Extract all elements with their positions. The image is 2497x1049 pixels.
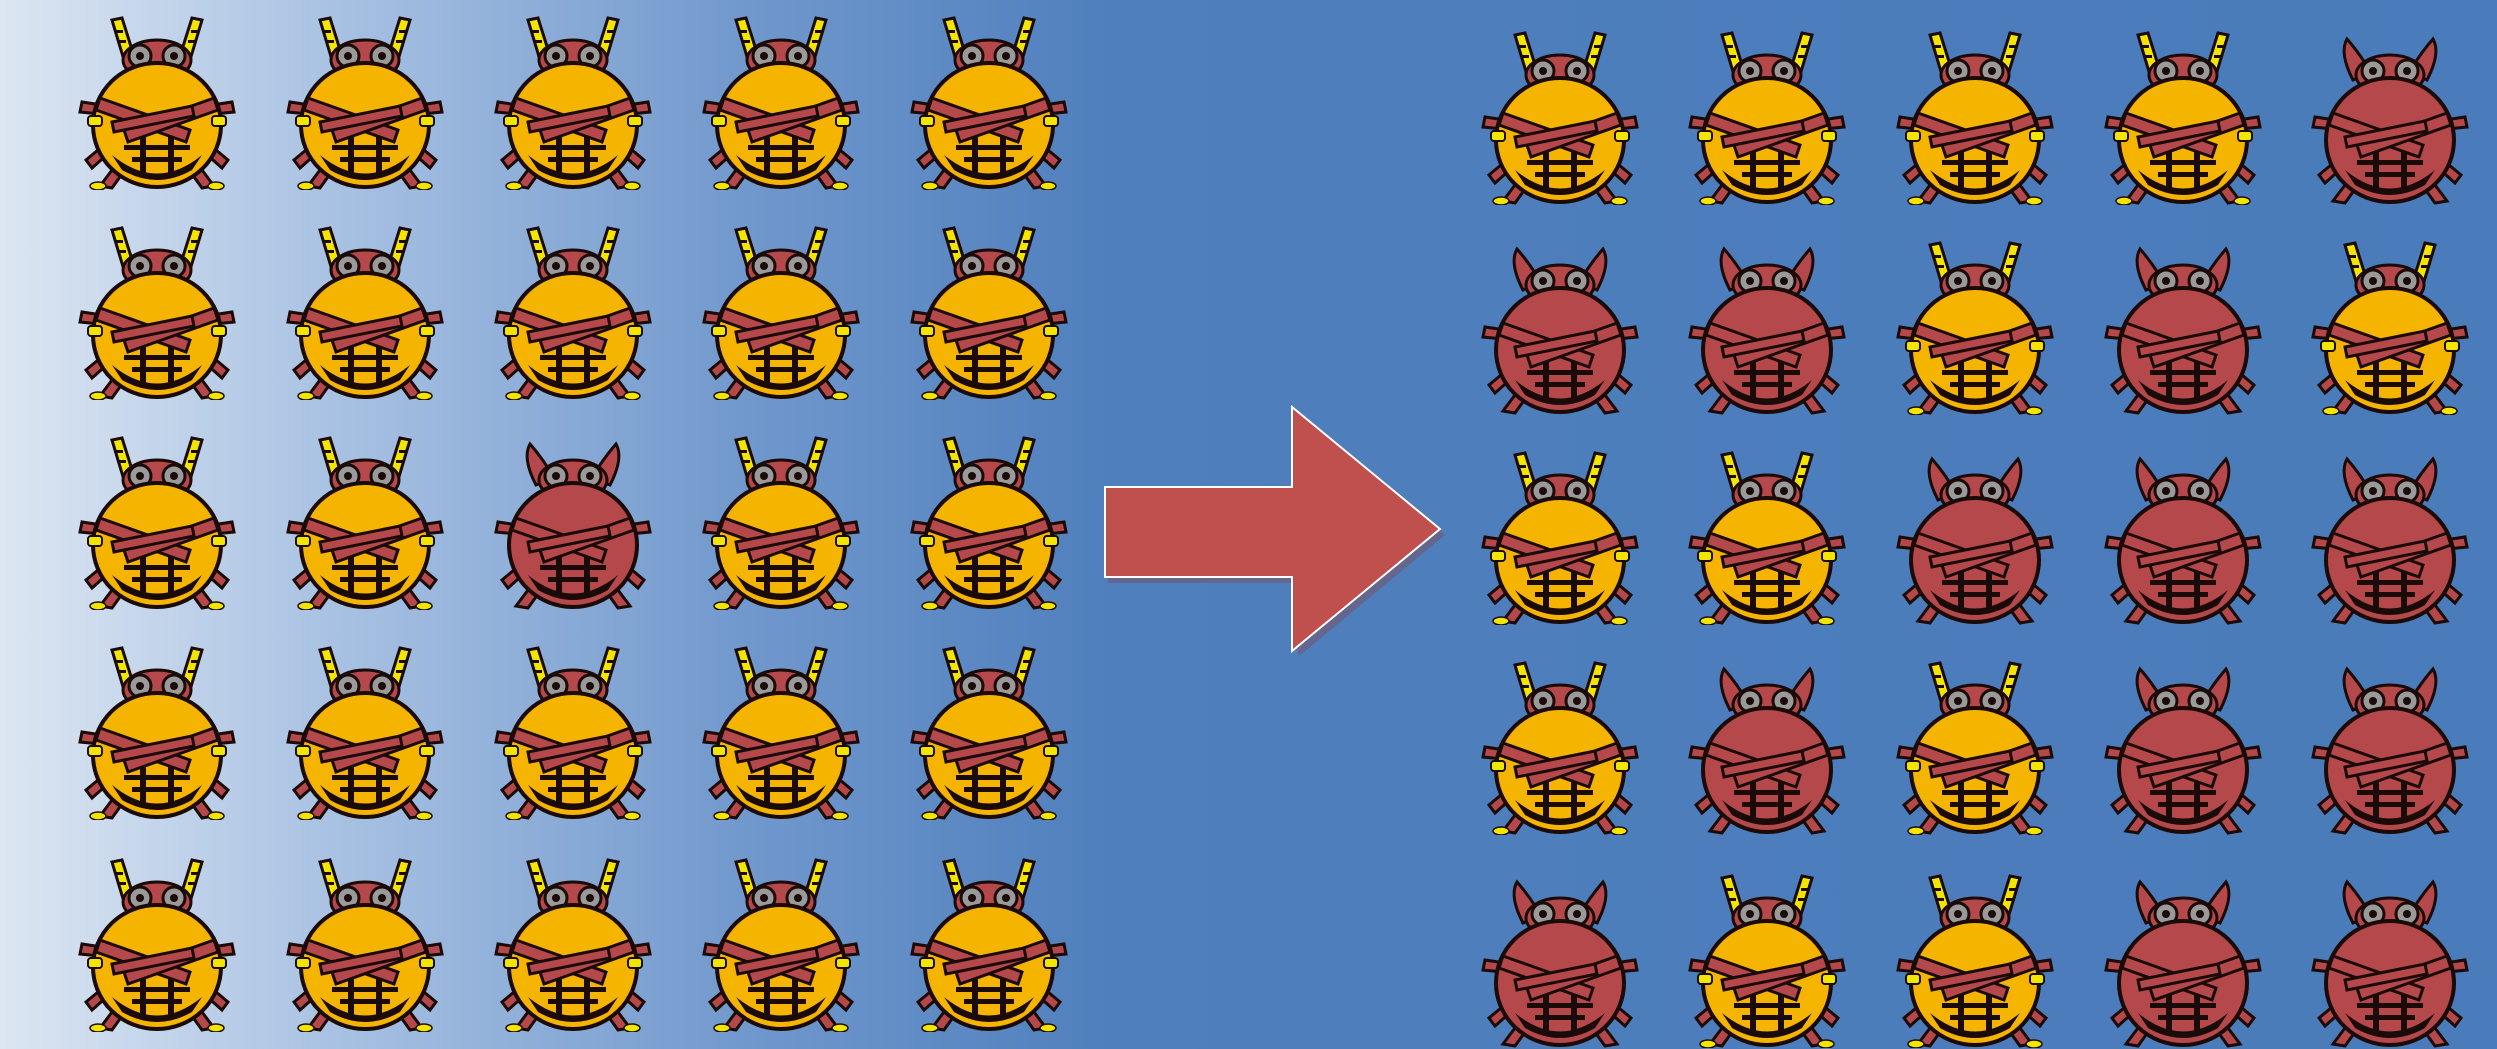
- beetle-icon: [72, 10, 242, 190]
- beetle-icon: [2098, 445, 2268, 625]
- beetle-icon: [1682, 655, 1852, 835]
- beetle-icon: [72, 220, 242, 400]
- beetle-icon: [488, 640, 658, 820]
- beetle-icon: [1682, 25, 1852, 205]
- beetle-icon: [1890, 235, 2060, 415]
- beetle-icon: [1890, 25, 2060, 205]
- beetle-icon: [904, 220, 1074, 400]
- beetle-icon: [1682, 235, 1852, 415]
- beetle-icon: [2305, 445, 2475, 625]
- right-arrow-icon: [1100, 405, 1450, 655]
- beetle-icon: [1890, 868, 2060, 1048]
- beetle-icon: [488, 430, 658, 610]
- beetle-icon: [280, 852, 450, 1032]
- beetle-icon: [904, 852, 1074, 1032]
- beetle-icon: [2098, 235, 2268, 415]
- beetle-icon: [696, 220, 866, 400]
- beetle-icon: [1682, 868, 1852, 1048]
- beetle-icon: [1475, 25, 1645, 205]
- beetle-icon: [904, 10, 1074, 190]
- beetle-icon: [696, 640, 866, 820]
- beetle-icon: [1682, 445, 1852, 625]
- beetle-icon: [488, 852, 658, 1032]
- beetle-icon: [280, 10, 450, 190]
- beetle-icon: [904, 430, 1074, 610]
- beetle-icon: [72, 640, 242, 820]
- beetle-icon: [488, 220, 658, 400]
- beetle-icon: [904, 640, 1074, 820]
- beetle-icon: [2098, 868, 2268, 1048]
- beetle-icon: [2305, 25, 2475, 205]
- beetle-icon: [2098, 25, 2268, 205]
- beetle-icon: [280, 430, 450, 610]
- beetle-icon: [2305, 655, 2475, 835]
- beetle-icon: [1890, 655, 2060, 835]
- beetle-icon: [488, 10, 658, 190]
- beetle-icon: [280, 640, 450, 820]
- beetle-icon: [696, 430, 866, 610]
- beetle-icon: [2305, 235, 2475, 415]
- beetle-icon: [1475, 235, 1645, 415]
- right-arrow-shape: [1100, 405, 1450, 655]
- beetle-icon: [1475, 445, 1645, 625]
- beetle-icon: [1890, 445, 2060, 625]
- beetle-icon: [1475, 868, 1645, 1048]
- beetle-icon: [696, 852, 866, 1032]
- beetle-icon: [696, 10, 866, 190]
- beetle-icon: [72, 852, 242, 1032]
- beetle-icon: [2098, 655, 2268, 835]
- beetle-icon: [72, 430, 242, 610]
- beetle-icon: [2305, 868, 2475, 1048]
- beetle-icon: [1475, 655, 1645, 835]
- beetle-icon: [280, 220, 450, 400]
